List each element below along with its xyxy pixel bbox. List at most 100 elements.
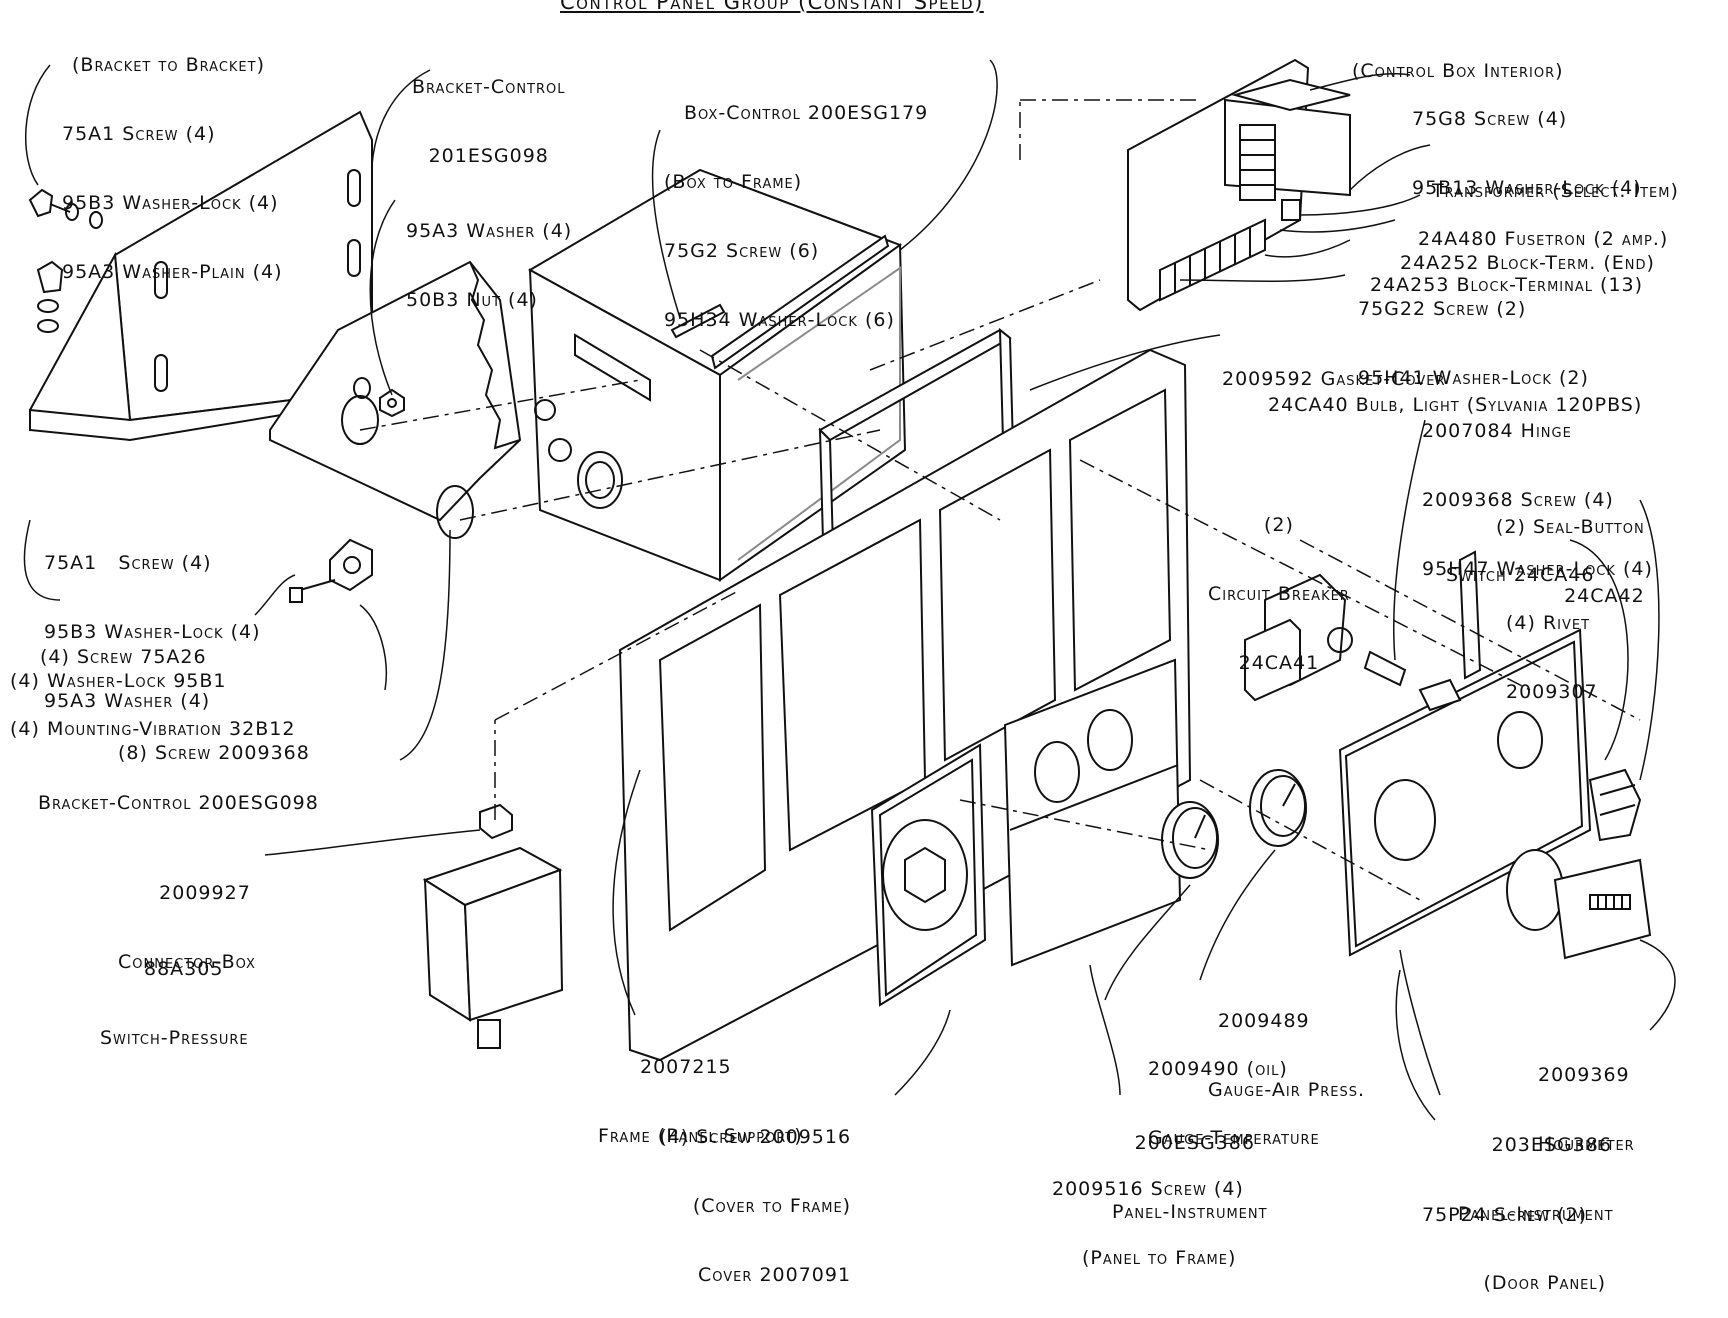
callout-line: (4) Screw 75A26 <box>40 646 207 668</box>
callout-line: 2009516 Screw (4) <box>1052 1178 1244 1200</box>
callout-line: Transformer (Select. Item) <box>1432 180 1679 202</box>
callout-line: Hourmeter <box>1538 1133 1635 1155</box>
parts-diagram-sheet: Control Panel Group (Constant Speed) (Br… <box>10 0 1679 1294</box>
callout-connector-box: 2009927 Connector-Box <box>118 836 256 997</box>
callout-line: (Box to Frame) <box>664 171 803 193</box>
callout-line: (4) Mounting-Vibration 32B12 <box>10 718 296 740</box>
callout-line: Box-Control 200ESG179 <box>684 102 929 124</box>
callout-screw-75p24: 75P24 Screw (2) <box>1422 1158 1587 1250</box>
callout-line: Cover 2007091 <box>698 1264 852 1286</box>
callout-line: 2009369 <box>1538 1064 1630 1086</box>
frame-panel-support-part <box>618 348 1192 1062</box>
vibration-mount-part <box>289 538 373 603</box>
callout-line: 95H47 Washer-Lock (4) <box>1422 558 1653 580</box>
callout-cover-screw: (4) Screw 2009516 (Cover to Frame) Cover… <box>636 1080 851 1310</box>
callout-line: 75G8 Screw (4) <box>1412 108 1568 130</box>
callout-line: 95B3 Washer-Lock (4) <box>44 621 261 643</box>
nut-part <box>379 388 405 418</box>
connector-box-part <box>479 803 513 840</box>
callout-line: 24A480 Fusetron (2 amp.) <box>1418 228 1669 250</box>
callout-line: 95H41 Washer-Lock (2) <box>1358 367 1589 389</box>
callout-line: 2009927 <box>159 882 251 904</box>
control-box-part <box>527 168 907 582</box>
callout-line: Bracket-Control <box>412 76 566 98</box>
callout-line: (4) Screw 2009516 <box>659 1126 852 1148</box>
callout-panel-screw: 2009516 Screw (4) (Panel to Frame) <box>1052 1132 1244 1293</box>
callout-washer-nut: 95A3 Washer (4) 50B3 Nut (4) <box>406 174 572 335</box>
callout-line: Frame (Panel Support) <box>598 1125 803 1147</box>
callout-line: Switch 24CA46 <box>1446 564 1595 586</box>
assembly-centerlines <box>359 99 1641 901</box>
callout-hinge-group: 2007084 Hinge 2009368 Screw (4) 95H47 Wa… <box>1422 374 1653 604</box>
callout-line: 75A1 Screw (4) <box>44 552 212 574</box>
callout-gasket-cover: 2009592 Gasket-Cover <box>1222 322 1445 414</box>
leader-lines <box>23 59 1676 1121</box>
bolt-left-upper <box>28 188 103 229</box>
callout-fusetron: 24A480 Fusetron (2 amp.) <box>1418 182 1668 274</box>
callout-transformer: Transformer (Select. Item) <box>1432 134 1679 226</box>
callout-line: (2) <box>1263 514 1294 536</box>
callout-box-control: Box-Control 200ESG179 (Box to Frame) 75G… <box>664 56 928 355</box>
callout-gauge-air: 2009489 Gauge-Air Press. <box>1208 964 1365 1125</box>
callout-rivet: (4) Rivet 2009307 <box>1506 566 1598 727</box>
callout-block-terminal: 24A253 Block-Terminal (13) <box>1370 228 1643 320</box>
callout-switch-pressure: 88A305 Switch-Pressure <box>100 912 249 1073</box>
hinge-part <box>1418 550 1482 712</box>
callout-line: (Cover to Frame) <box>692 1195 852 1217</box>
callout-line: 2009307 <box>1506 681 1598 703</box>
callout-line: 2007084 Hinge <box>1422 420 1572 442</box>
callout-line: (Control Box Interior) <box>1352 60 1564 82</box>
callout-line: 95A3 Washer-Plain (4) <box>62 261 283 283</box>
callout-line: 24A252 Block-Term. (End) <box>1400 252 1655 274</box>
callout-line: 75A1 Screw (4) <box>62 123 216 145</box>
callout-screw-lower-left: 75A1 Screw (4) 95B3 Washer-Lock (4) 95A3… <box>44 506 261 736</box>
callout-line: Bracket-Control 200ESG098 <box>38 792 319 814</box>
callout-mounting-vibration: (4) Mounting-Vibration 32B12 <box>10 672 295 764</box>
callout-line: 2009490 (oil) <box>1148 1058 1288 1080</box>
callout-line: (4) Rivet <box>1506 612 1591 634</box>
callout-seal-button: (2) Seal-Button 24CA42 <box>1496 470 1645 631</box>
callout-line: 95A3 Washer (4) <box>44 690 211 712</box>
callout-bulb-light: 24CA40 Bulb, Light (Sylvania 120PBS) <box>1268 348 1642 440</box>
callout-line: 75G2 Screw (6) <box>664 240 820 262</box>
gauge-temperature-part <box>1249 769 1307 847</box>
callout-line: Connector-Box <box>118 951 256 973</box>
callout-block-term-end: 24A252 Block-Term. (End) <box>1400 206 1655 298</box>
callout-hourmeter: 2009369 Hourmeter <box>1538 1018 1635 1179</box>
callout-bracket-control-top: Bracket-Control 201ESG098 <box>412 30 566 191</box>
callout-gauge-temp: 2009490 (oil) Gauge-Temperature <box>1148 1012 1320 1173</box>
callout-interior-screw2: 75G22 Screw (2) 95H41 Washer-Lock (2) <box>1358 252 1589 413</box>
circuit-breaker-part <box>1244 573 1407 702</box>
callout-line: Gauge-Air Press. <box>1208 1079 1366 1101</box>
seal-button-part <box>1588 768 1642 842</box>
callout-line: 95B13 Washer-Lock (4) <box>1412 177 1642 199</box>
callout-line: 75G22 Screw (2) <box>1358 298 1527 320</box>
bracket-control-part <box>29 110 373 442</box>
bolt-left-lower <box>36 260 64 333</box>
exploded-assembly-drawing <box>23 58 1676 1121</box>
door-panel-part <box>1338 628 1592 957</box>
hourmeter-part <box>1506 849 1652 960</box>
callout-line: 95A3 Washer (4) <box>406 220 573 242</box>
callout-line: 75P24 Screw (2) <box>1422 1204 1588 1226</box>
callout-switch: Switch 24CA46 <box>1446 518 1594 610</box>
callout-washer-95b1: (4) Washer-Lock 95B1 <box>10 624 227 716</box>
diagram-title: Control Panel Group (Constant Speed) <box>560 0 984 14</box>
gauge-air-press-part <box>1161 801 1219 879</box>
callout-line: 2009489 <box>1218 1010 1310 1032</box>
callout-line: 2009592 Gasket-Cover <box>1222 368 1446 390</box>
callout-line: 203ESG386 <box>1491 1134 1612 1156</box>
callout-line: Switch-Pressure <box>100 1027 249 1049</box>
callout-interior-screw: 75G8 Screw (4) 95B13 Washer-Lock (4) <box>1412 62 1642 223</box>
callout-line: (Bracket to Bracket) <box>72 54 266 76</box>
callout-line: Circuit Breaker <box>1208 583 1350 605</box>
callout-circuit-breaker: (2) Circuit Breaker 24CA41 <box>1208 468 1350 698</box>
callout-line: 50B3 Nut (4) <box>406 289 538 311</box>
callout-line: 24CA42 <box>1564 585 1645 607</box>
callout-line: 2009368 Screw (4) <box>1422 489 1614 511</box>
control-box-interior <box>1127 58 1351 312</box>
callout-control-box-interior: (Control Box Interior) <box>1352 14 1564 106</box>
callout-line: (Door Panel) <box>1483 1272 1607 1294</box>
callout-screw-2009368: (8) Screw 2009368 <box>118 696 310 788</box>
cover-plate-part <box>870 743 987 1007</box>
